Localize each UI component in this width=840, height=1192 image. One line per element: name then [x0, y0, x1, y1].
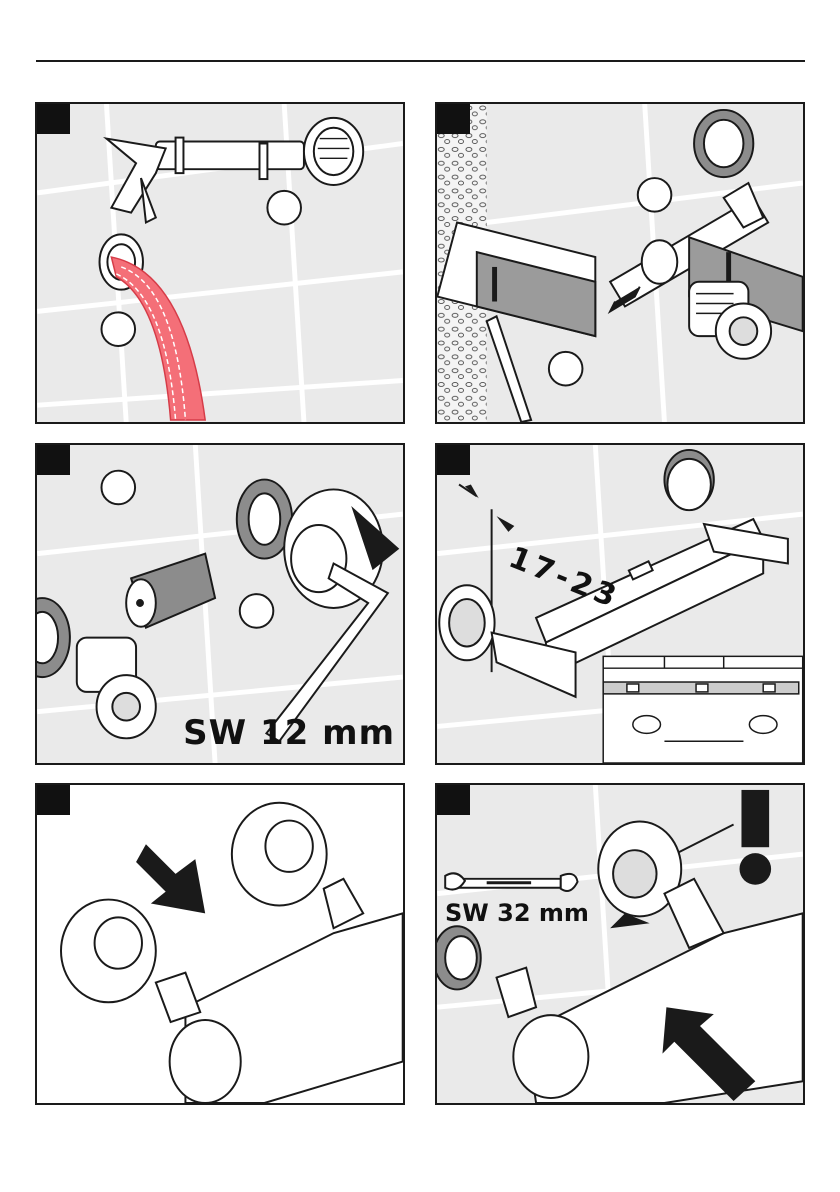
wall-fitting-left [439, 585, 494, 660]
warning-exclamation-icon [739, 790, 771, 885]
sealing-plug [126, 554, 215, 628]
detail-callout-circle [240, 594, 274, 628]
valve-fitting [77, 638, 156, 739]
step-4-panel: 17-23 [435, 443, 805, 765]
cover-rosette-left [61, 900, 156, 1003]
wall-fitting-right [598, 822, 681, 929]
step-number-box [437, 785, 470, 815]
wall-fitting-top [304, 118, 363, 185]
step-number-box [37, 104, 70, 134]
level-detail-inset [603, 656, 802, 763]
detail-callout-circle [549, 352, 583, 386]
step-number-box [37, 445, 70, 475]
step-3-panel: SW 12 mm [35, 443, 405, 765]
step-2-panel [435, 102, 805, 424]
wall-fitting-left [437, 926, 481, 989]
step-5-illustration [37, 785, 403, 1103]
step-6-illustration [437, 785, 803, 1103]
step-4-illustration [437, 445, 803, 763]
wrench-size-label: SW 32 mm [445, 899, 589, 927]
step-number-box [437, 104, 470, 134]
cover-rosette-right [232, 803, 327, 906]
wall-fitting-right [664, 450, 713, 510]
open-end-wrench-icon [445, 873, 577, 891]
pencil-icon [487, 316, 531, 422]
step-6-panel: SW 32 mm [435, 783, 805, 1105]
detail-callout-circle [267, 191, 301, 225]
wrench-size-label: SW 12 mm [183, 713, 395, 753]
detail-callout-circle [101, 471, 135, 505]
step-5-panel [35, 783, 405, 1105]
wall-fitting-top [694, 110, 753, 177]
mixer-body [156, 879, 403, 1103]
step-number-box [437, 445, 470, 475]
step-2-illustration [437, 104, 803, 422]
wall-fitting-left [37, 598, 70, 677]
detail-callout-circle [638, 178, 672, 212]
step-1-panel [35, 102, 405, 424]
header-rule [36, 60, 805, 62]
detail-callout-circle [101, 312, 135, 346]
step-1-illustration [37, 104, 403, 422]
step-number-box [37, 785, 70, 815]
push-arrow-icon [136, 844, 205, 913]
